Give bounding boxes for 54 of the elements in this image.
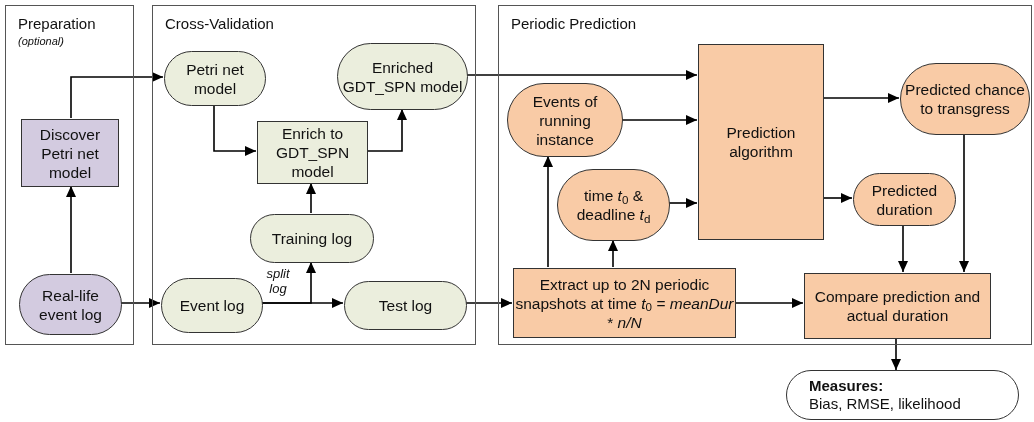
node-label: Petri net model xyxy=(185,59,245,98)
arrow xyxy=(891,337,901,371)
process-box xyxy=(698,44,824,240)
node-label: Event log xyxy=(179,296,245,315)
arrow xyxy=(898,224,908,273)
node-label: Extract up to 2N periodic snapshots at time t$_{0}$ = meanDur* n/N xyxy=(514,274,735,332)
panel-title: Periodic Prediction xyxy=(511,14,638,34)
result-text: Bias, RMSE, likelihood xyxy=(809,395,961,413)
node-label: Events of running instance xyxy=(531,91,599,149)
node-label: Compare prediction and actual duration xyxy=(813,287,982,325)
arrow xyxy=(734,298,804,308)
data-pill xyxy=(900,63,1030,135)
process-box xyxy=(513,268,736,338)
panel-note: (optional) xyxy=(18,34,65,48)
stage-panel xyxy=(152,5,476,345)
arrow xyxy=(608,239,618,268)
arrow xyxy=(668,198,698,208)
arrow xyxy=(70,72,164,119)
node-label: Enrich to GDT_SPN model xyxy=(274,124,351,181)
arrow xyxy=(621,115,698,125)
node-label: Predicted duration xyxy=(870,180,939,219)
arrow xyxy=(466,70,698,80)
arrow xyxy=(959,133,969,273)
node-label: Training log xyxy=(271,229,353,248)
stage-panel xyxy=(5,5,134,345)
arrow xyxy=(465,298,513,308)
data-pill xyxy=(250,214,374,263)
node-label: Discover Petri net model xyxy=(38,124,102,182)
panel-title: Preparation xyxy=(18,14,97,34)
panel-title: Cross-Validation xyxy=(165,14,275,34)
node-label: Prediction algorithm xyxy=(725,123,797,161)
arrow xyxy=(543,155,553,268)
result-pill xyxy=(786,370,1019,420)
data-pill xyxy=(344,281,467,330)
process-box xyxy=(21,119,119,187)
edge-label: split log xyxy=(265,266,291,296)
data-pill xyxy=(853,173,956,226)
arrow xyxy=(120,298,161,308)
arrow xyxy=(822,93,900,103)
process-box xyxy=(257,121,368,184)
stage-panel xyxy=(498,5,1032,345)
node-label: time t$_{0}$ & deadline t$_{d}$ xyxy=(575,186,652,224)
process-box xyxy=(804,273,991,339)
arrow xyxy=(822,193,853,203)
arrow xyxy=(366,108,407,152)
result-heading: Measures: xyxy=(809,377,884,395)
node-label: Real-life event log xyxy=(38,285,103,324)
node-label: Predicted chance to transgress xyxy=(905,80,1025,118)
node-label: Test log xyxy=(378,296,433,315)
arrow xyxy=(306,182,316,214)
node-label: Enriched GDT_SPN model xyxy=(342,57,463,96)
arrow xyxy=(66,185,76,274)
arrow xyxy=(261,298,344,308)
arrow xyxy=(213,104,257,156)
